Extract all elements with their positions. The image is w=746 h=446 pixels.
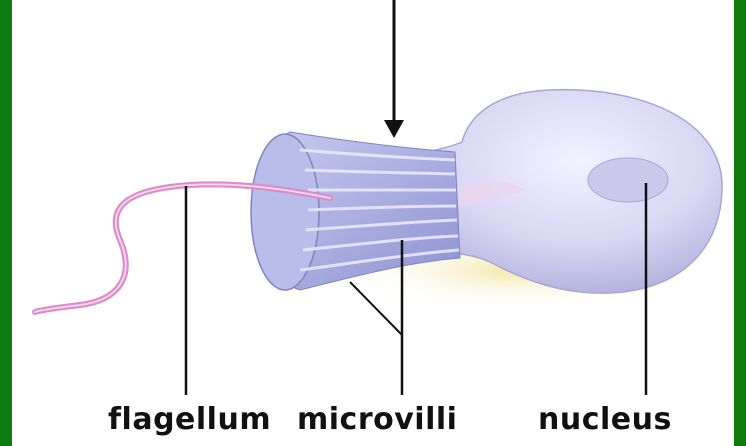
top-arrow-head [384,120,404,138]
nucleus-shape [588,158,668,202]
flagellum-label: flagellum [108,402,271,437]
nucleus-label: nucleus [538,402,672,437]
microvilli-label: microvilli [297,402,457,437]
collar-opening [251,134,319,290]
